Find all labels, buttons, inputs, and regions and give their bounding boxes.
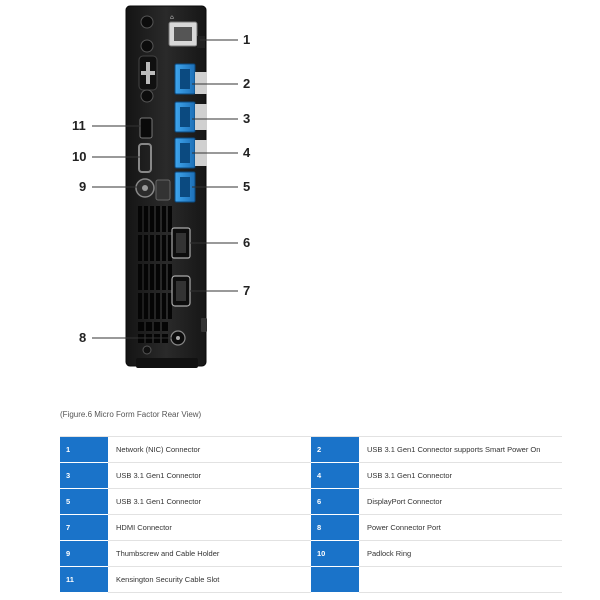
vent-slot [138, 293, 142, 319]
vent-slot [146, 322, 152, 331]
line-out-jack-icon [140, 89, 154, 103]
callout-7: 7 [243, 283, 251, 298]
callout-11: 11 [72, 118, 86, 133]
legend-label: DisplayPort Connector [359, 488, 562, 515]
legend-label: Padlock Ring [359, 540, 562, 567]
vent-slot [156, 293, 160, 319]
legend-label [359, 566, 562, 593]
vent-slot [144, 293, 148, 319]
plus-icon [141, 71, 155, 75]
audio-jack-icon [140, 39, 154, 53]
network-connector-socket [174, 27, 192, 41]
callout-9: 9 [79, 179, 87, 194]
usb-port-3 [174, 101, 207, 133]
vent-slot [156, 235, 160, 261]
legend-label: USB 3.1 Gen1 Connector [359, 462, 562, 489]
figure-caption: (Figure.6 Micro Form Factor Rear View) [60, 410, 202, 419]
thumbscrew-center [142, 185, 148, 191]
hdmi-socket [176, 281, 186, 301]
vent-slot [168, 293, 172, 319]
vent-slot [150, 264, 154, 290]
legend-number: 8 [311, 514, 359, 541]
vent-slot [144, 264, 148, 290]
side-latch [201, 318, 207, 332]
callout-2: 2 [243, 76, 251, 91]
callout-10: 10 [72, 149, 87, 164]
legend-label: Kensington Security Cable Slot [108, 566, 311, 593]
callout-1: 1 [243, 32, 251, 47]
vent-slot [138, 235, 142, 261]
vent-slot [138, 206, 142, 232]
legend-label: USB 3.1 Gen1 Connector supports Smart Po… [359, 436, 562, 463]
legend-label: Thumbscrew and Cable Holder [108, 540, 311, 567]
vent-slot [156, 264, 160, 290]
legend-label: USB 3.1 Gen1 Connector [108, 462, 311, 489]
legend-number: 7 [60, 514, 108, 541]
legend-number: 1 [60, 436, 108, 463]
legend-number: 10 [311, 540, 359, 567]
displayport-socket [176, 233, 186, 253]
legend-number: 3 [60, 462, 108, 489]
vent-slot [144, 206, 148, 232]
chassis-bottom [136, 358, 198, 368]
callout-5: 5 [243, 179, 251, 194]
legend-number: 5 [60, 488, 108, 515]
legend-number [311, 566, 359, 593]
audio-jack-icon [140, 15, 154, 29]
vent-slot [162, 235, 166, 261]
legend-label: HDMI Connector [108, 514, 311, 541]
legend-label: USB 3.1 Gen1 Connector [108, 488, 311, 515]
vent-slot [138, 264, 142, 290]
vent-slot [150, 206, 154, 232]
vent-slot [168, 206, 172, 232]
callout-6: 6 [243, 235, 251, 250]
vent-grill [138, 206, 172, 343]
usb-port-2 [174, 63, 207, 95]
vent-slot [162, 293, 166, 319]
network-port-tab [197, 36, 205, 48]
callout-3: 3 [243, 111, 251, 126]
legend-number: 4 [311, 462, 359, 489]
cable-holder [155, 179, 171, 201]
vent-slot [156, 206, 160, 232]
legend-number: 2 [311, 436, 359, 463]
vent-slot [162, 322, 168, 331]
vent-slot [138, 322, 144, 331]
legend-label: Power Connector Port [359, 514, 562, 541]
padlock-ring [138, 143, 152, 173]
vent-slot [150, 293, 154, 319]
callout-8: 8 [79, 330, 87, 345]
power-connector-pin [176, 336, 180, 340]
legend-number: 11 [60, 566, 108, 593]
vent-slot [150, 235, 154, 261]
svg-text:⌂: ⌂ [170, 14, 174, 21]
callout-4: 4 [243, 145, 251, 160]
mount-screw-icon [142, 345, 152, 355]
kensington-slot [139, 117, 153, 139]
legend-number: 9 [60, 540, 108, 567]
vent-slot [168, 264, 172, 290]
vent-slot [162, 206, 166, 232]
vent-slot [168, 235, 172, 261]
vent-slot [162, 264, 166, 290]
usb-port-4 [174, 137, 207, 169]
vent-slot [144, 235, 148, 261]
rear-view-diagram: ⌂ [92, 5, 238, 368]
vent-slot [154, 322, 160, 331]
legend-label: Network (NIC) Connector [108, 436, 311, 463]
legend-number: 6 [311, 488, 359, 515]
